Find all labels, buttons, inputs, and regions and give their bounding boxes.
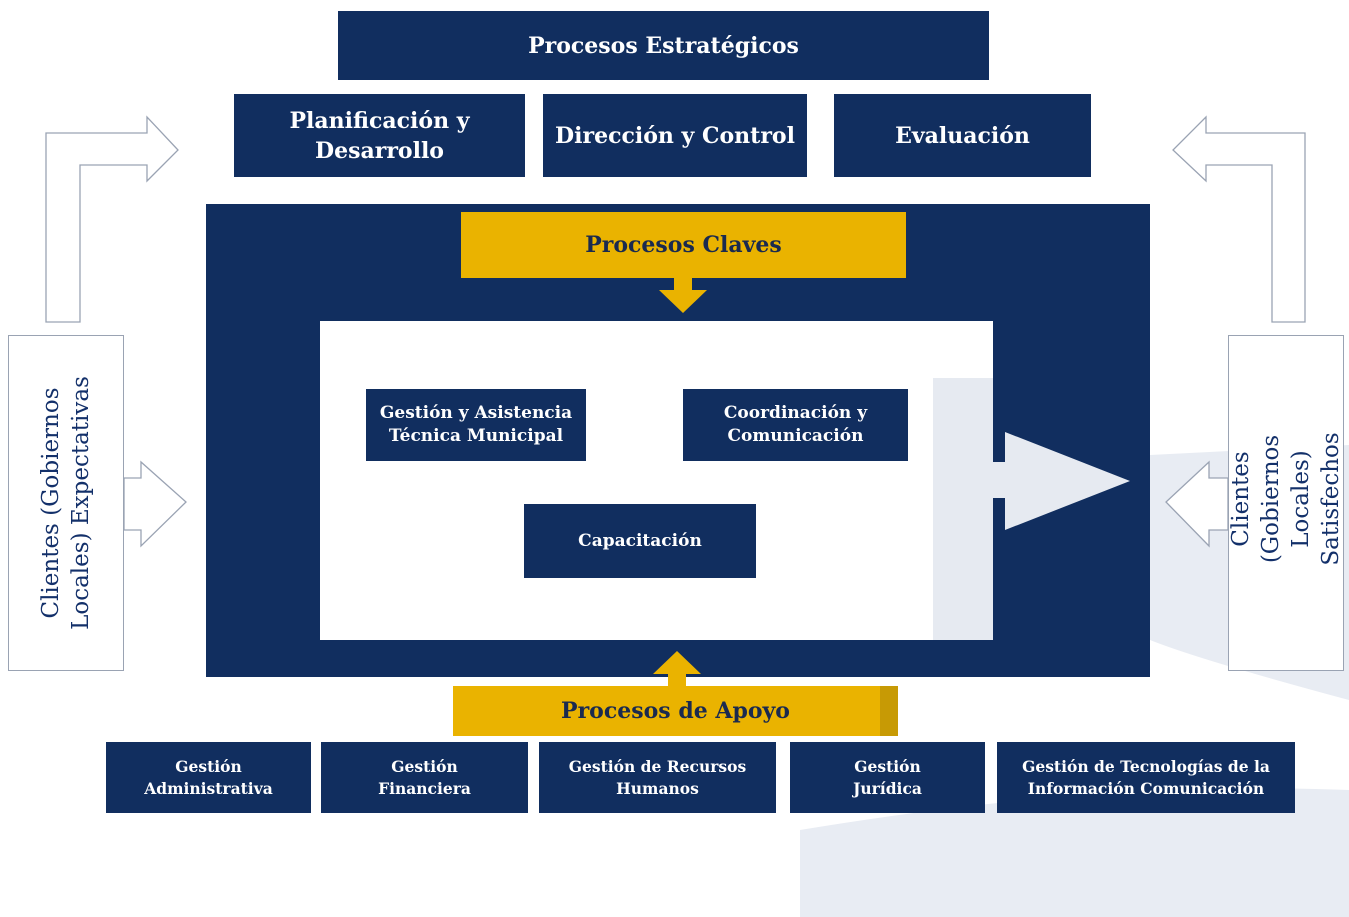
key-processes-header: Procesos Claves xyxy=(461,212,906,278)
left-bent-arrow-icon xyxy=(45,115,179,323)
strategic-item-label: Planificación y Desarrollo xyxy=(289,107,470,164)
support-item-label: Gestión de Tecnologías de la Información… xyxy=(1022,756,1270,798)
output-arrow-icon xyxy=(1005,432,1130,530)
right-input-arrow-icon xyxy=(1165,460,1229,548)
support-header-shade xyxy=(880,686,898,736)
clients-left-label: Clientes (Gobiernos Locales) Expectativa… xyxy=(38,376,94,630)
support-item-juridica: Gestión Jurídica xyxy=(790,742,985,813)
support-item-recursos-humanos: Gestión de Recursos Humanos xyxy=(539,742,776,813)
key-item-coordinacion: Coordinación y Comunicación xyxy=(683,389,908,461)
strategic-item-label: Evaluación xyxy=(895,122,1030,149)
strategic-item-direccion: Dirección y Control xyxy=(543,94,807,177)
up-arrow-icon xyxy=(653,651,701,686)
support-processes-header: Procesos de Apoyo xyxy=(453,686,898,736)
key-title: Procesos Claves xyxy=(585,232,782,258)
key-item-label: Capacitación xyxy=(578,530,702,551)
support-item-financiera: Gestión Financiera xyxy=(321,742,528,813)
right-bent-arrow-icon xyxy=(1172,115,1306,323)
strategic-item-planificacion: Planificación y Desarrollo xyxy=(234,94,525,177)
key-item-capacitacion: Capacitación xyxy=(524,504,756,578)
key-item-label: Coordinación y Comunicación xyxy=(723,403,868,446)
support-item-administrativa: Gestión Administrativa xyxy=(106,742,311,813)
key-processes-inner xyxy=(320,321,993,640)
clients-right-label: Clientes (Gobiernos Locales) Satisfechos xyxy=(1228,432,1344,566)
strategic-processes-header: Procesos Estratégicos xyxy=(338,11,989,80)
strategic-title: Procesos Estratégicos xyxy=(528,32,799,59)
left-input-arrow-icon xyxy=(123,460,187,548)
support-item-label: Gestión de Recursos Humanos xyxy=(568,756,747,798)
clients-right-box xyxy=(1228,335,1344,671)
support-item-label: Gestión Administrativa xyxy=(144,756,273,798)
support-item-label: Gestión Jurídica xyxy=(853,756,922,798)
clients-left-box xyxy=(8,335,124,671)
down-arrow-icon xyxy=(659,278,707,313)
key-item-label: Gestión y Asistencia Técnica Municipal xyxy=(379,403,573,446)
support-item-tecnologias: Gestión de Tecnologías de la Información… xyxy=(997,742,1295,813)
strategic-item-evaluacion: Evaluación xyxy=(834,94,1091,177)
support-title: Procesos de Apoyo xyxy=(561,698,790,724)
inner-pale-strip xyxy=(933,378,993,640)
strategic-item-label: Dirección y Control xyxy=(555,122,795,149)
key-item-gestion-asistencia: Gestión y Asistencia Técnica Municipal xyxy=(366,389,586,461)
support-item-label: Gestión Financiera xyxy=(378,756,471,798)
